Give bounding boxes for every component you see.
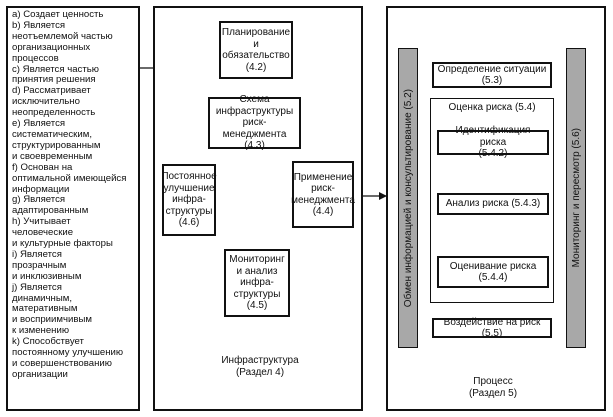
principle-item: i) Является прозрачным и инклюзивным	[12, 248, 82, 282]
scheme-box: Схема инфраструктуры риск-менеджмента (4…	[208, 94, 301, 151]
principle-item: j) Является динамичным, матеративным и в…	[12, 281, 92, 337]
principle-item: e) Является систематическим, структуриро…	[12, 118, 101, 162]
principle-item: b) Является неотъемлемой частью организа…	[12, 19, 113, 64]
principle-item: f) Основан на оптимальной имеющейся инфо…	[12, 161, 127, 195]
principle-item: k) Способствует постоянному улучшению и …	[12, 336, 124, 380]
principle-item: a) Создает ценность	[12, 9, 104, 20]
principle-item: c) Является частью принятия решения	[12, 63, 99, 86]
monitoring-review-bar: Мониторинг и пересмотр (5.6)	[566, 48, 586, 348]
principle-item: g) Является адаптированным	[12, 194, 89, 217]
principle-item: h) Учитывает человеческие и культурные ф…	[12, 216, 113, 250]
application-box: Применение риск- менеджмента (4.4)	[291, 161, 355, 228]
evaluation-box: Оценивание риска (5.4.4)	[437, 256, 549, 288]
improvement-box: Постоянное улучшение инфра- структуры (4…	[161, 164, 217, 236]
analysis-box: Анализ риска (5.4.3)	[437, 193, 549, 215]
communication-bar: Обмен информацией и консультирование (5.…	[398, 48, 418, 348]
monitoring-box: Мониторинг и анализ инфра- структуры (4.…	[224, 249, 290, 317]
context-box: Определение ситуации (5.3)	[432, 62, 552, 88]
principle-item: d) Рассматривает исключительно неопредел…	[12, 85, 96, 119]
identification-box: Идентификация риска (5.4.2)	[437, 125, 549, 159]
infrastructure-caption: Инфраструктура (Раздел 4)	[221, 355, 299, 378]
monitoring-review-label: Мониторинг и пересмотр (5.6)	[570, 128, 582, 268]
treatment-box: Воздействие на риск (5.5)	[432, 317, 552, 339]
assessment-label: Оценка риска (5.4)	[448, 102, 536, 113]
principles-list: a) Создает ценность b) Является неотъемл…	[6, 6, 140, 411]
process-caption: Процесс (Раздел 5)	[468, 376, 518, 399]
communication-label: Обмен информацией и консультирование (5.…	[402, 88, 414, 308]
planning-box: Планирование и обязательство (4.2)	[219, 21, 293, 79]
